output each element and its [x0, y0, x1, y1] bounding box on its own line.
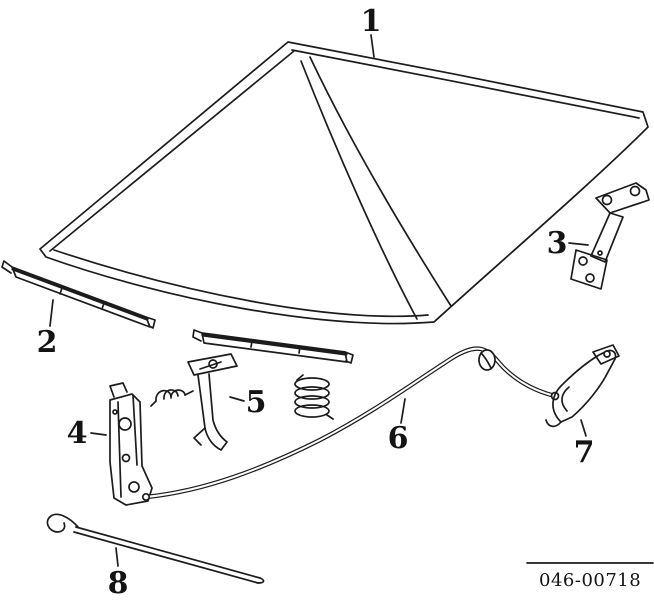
callout-2: 2 [37, 299, 58, 360]
hood-hinge [570, 182, 650, 290]
callout-5-leader [229, 396, 245, 402]
seal-strip-center [192, 329, 354, 364]
release-cable [141, 346, 560, 502]
strip-right-tab [145, 316, 156, 329]
bracket-top-tab [109, 382, 128, 398]
rod-line [75, 526, 261, 579]
spring-coil [294, 404, 330, 418]
callout-6-label: 6 [388, 421, 409, 456]
latch-spring-wire [150, 390, 194, 407]
strip-clip-tick [250, 340, 253, 348]
callout-8-label: 8 [108, 566, 129, 600]
hood-left-edge-inner [49, 50, 295, 252]
callout-1: 1 [361, 4, 382, 58]
callout-8: 8 [108, 547, 129, 600]
callout-5-label: 5 [246, 385, 267, 420]
callouts: 1 2 3 4 5 6 7 [37, 4, 595, 600]
spring-coil [294, 395, 330, 409]
callout-4-label: 4 [67, 416, 88, 451]
callout-3-label: 3 [547, 226, 568, 261]
bracket-rivet [112, 409, 118, 415]
bracket-hole [121, 453, 131, 463]
handle-bottom-hook [545, 419, 562, 428]
rod-line [73, 531, 259, 584]
rod-end-cap [257, 577, 265, 584]
bracket-flange-line [132, 394, 138, 466]
bracket-hole [128, 481, 140, 493]
release-handle [545, 344, 620, 428]
callout-3: 3 [547, 226, 589, 261]
handle-inner-line [561, 386, 570, 412]
lock-bracket [109, 382, 153, 506]
strip-heavy-edge [201, 333, 348, 356]
hood-front-fold [53, 249, 429, 318]
hinge-hole [585, 273, 595, 283]
lock-rod [46, 513, 265, 584]
spring-coil [294, 386, 330, 400]
strip-left-tab [1, 260, 13, 274]
hinge-hole [578, 256, 588, 266]
spring-coil [294, 377, 330, 391]
hood-crease-1 [300, 60, 418, 320]
hinge-arm [590, 212, 624, 263]
latch-hook-tip [193, 427, 206, 446]
strip-heavy-edge [11, 267, 149, 321]
part-number-block: 046-00718 [526, 562, 654, 591]
cable-grommet-detail [480, 352, 492, 369]
strip-left-tab [192, 329, 203, 342]
latch-hook [150, 353, 238, 451]
callout-4-leader [90, 432, 107, 436]
latch-slot [199, 361, 222, 370]
hood-crease-2 [309, 56, 452, 307]
rod-hook [46, 513, 79, 533]
strip-clip-tick [298, 346, 301, 354]
callout-1-leader [370, 34, 375, 58]
callout-7: 7 [574, 419, 595, 470]
bracket-inner-line [117, 401, 122, 498]
strip-right-tab [344, 351, 354, 364]
bracket-hole [118, 417, 132, 431]
strip-clip-tick [59, 287, 63, 295]
cable-end-fitting [141, 492, 151, 502]
coil-spring [294, 374, 334, 420]
hinge-top-plate [595, 182, 650, 214]
hood-rear-edge-inner [291, 49, 640, 119]
callout-3-leader [568, 242, 589, 246]
callout-5: 5 [229, 385, 267, 420]
strip-clip-tick [101, 302, 105, 310]
callout-4: 4 [67, 416, 107, 451]
part-number: 046-00718 [539, 570, 641, 591]
callout-6-leader [400, 398, 406, 424]
callout-7-label: 7 [574, 435, 595, 470]
cable-run-core [145, 347, 556, 498]
hood-panel [39, 41, 649, 325]
callout-6: 6 [388, 398, 409, 456]
handle-mount [592, 344, 620, 365]
callout-8-leader [115, 547, 119, 567]
seal-strip-left [1, 260, 156, 329]
latch-spring [155, 389, 186, 402]
handle-mount-hole [603, 350, 611, 358]
latch-plate [187, 353, 238, 376]
hinge-lower-plate [570, 249, 608, 290]
callout-2-label: 2 [37, 325, 58, 360]
hood-outline [39, 41, 649, 325]
latch-body [197, 373, 228, 451]
hinge-pin [597, 250, 603, 256]
hinge-hole [629, 185, 641, 197]
hinge-hole [601, 194, 613, 206]
callout-7-leader [580, 419, 587, 437]
spring-end [296, 374, 334, 420]
callout-2-leader [49, 299, 54, 327]
callout-1-label: 1 [361, 4, 382, 39]
